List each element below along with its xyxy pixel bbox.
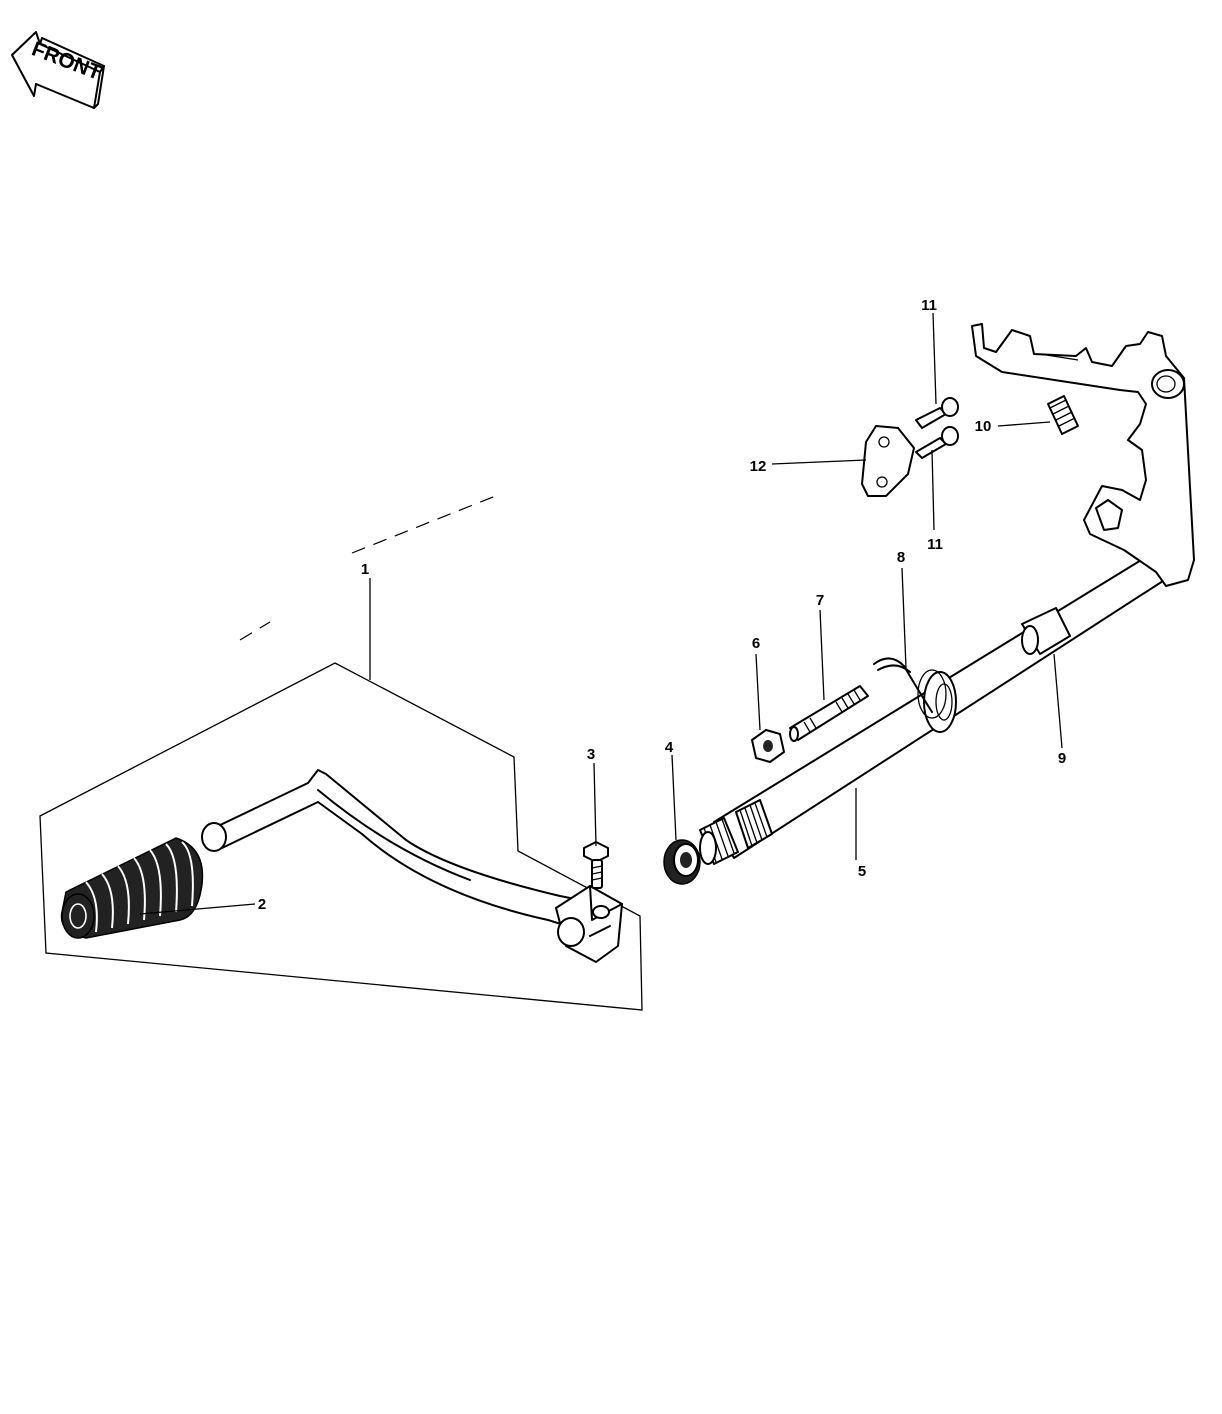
pedal-bolt — [583, 841, 609, 889]
retainer-plate — [861, 425, 915, 497]
callout-1: 1 — [361, 561, 369, 578]
callout-11-top: 11 — [921, 297, 937, 314]
callout-3: 3 — [587, 746, 595, 763]
callout-12: 12 — [750, 458, 767, 475]
shift-arm-plate — [971, 323, 1195, 587]
pedal-rubber — [60, 837, 204, 939]
callout-11-bottom: 11 — [927, 536, 943, 553]
front-arrow-badge: FRONT — [11, 31, 105, 109]
stud-bolt — [789, 685, 869, 742]
callout-numbers: 1 2 3 4 5 6 7 8 9 10 11 11 12 — [258, 297, 1066, 913]
callout-6: 6 — [752, 635, 760, 652]
callout-2: 2 — [258, 896, 266, 913]
screws — [915, 397, 959, 459]
callout-8: 8 — [897, 549, 905, 566]
callout-4: 4 — [665, 739, 674, 756]
leader-lines — [139, 312, 1063, 915]
return-spring — [1047, 395, 1079, 435]
shift-pedal-assembly-outline — [39, 662, 643, 1011]
callout-5: 5 — [858, 863, 866, 880]
circlip — [873, 657, 947, 719]
pedal-clamp — [555, 885, 623, 963]
oil-seal — [663, 839, 701, 885]
callout-10: 10 — [975, 418, 992, 435]
assembly-dash-lines — [239, 494, 499, 641]
callout-9: 9 — [1058, 750, 1066, 767]
hex-nut — [751, 729, 785, 763]
shift-shaft — [699, 543, 1182, 865]
callout-7: 7 — [816, 592, 824, 609]
